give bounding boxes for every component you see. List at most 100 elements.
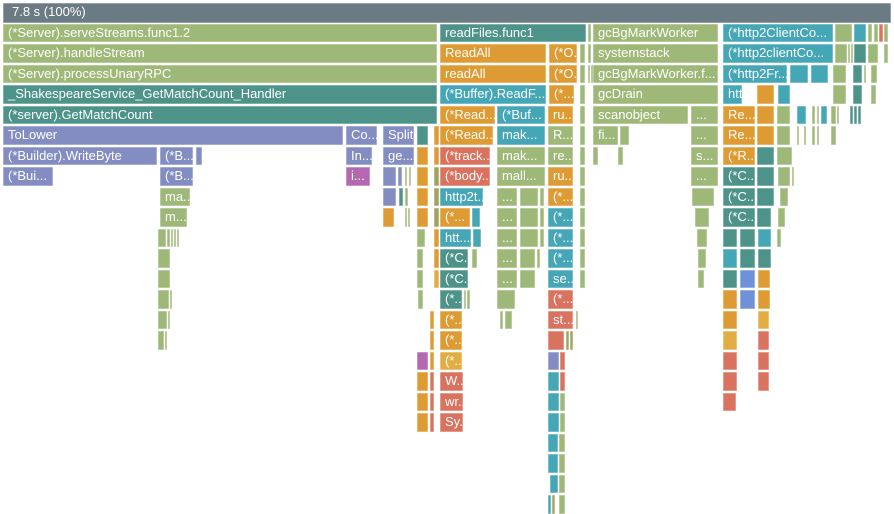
flame-frame[interactable] <box>500 310 503 329</box>
flame-frame[interactable]: gcBgMarkWorker <box>593 23 718 42</box>
flame-frame[interactable]: (*... <box>548 208 573 227</box>
flame-frame[interactable]: (*... <box>440 290 462 309</box>
flame-frame[interactable] <box>520 269 535 288</box>
flame-frame[interactable] <box>757 146 774 165</box>
flame-frame[interactable] <box>520 208 538 227</box>
flame-frame[interactable] <box>417 392 428 411</box>
flame-frame[interactable]: W... <box>440 372 463 391</box>
flame-frame[interactable] <box>434 249 439 268</box>
flame-frame[interactable] <box>580 167 585 186</box>
flame-frame[interactable]: systemstack <box>593 44 718 63</box>
flame-frame[interactable] <box>757 208 771 227</box>
flame-frame[interactable]: (*server).GetMatchCount <box>3 105 437 124</box>
flame-frame[interactable] <box>418 290 423 309</box>
flame-frame[interactable] <box>757 105 774 124</box>
flame-frame[interactable]: (*Server).serveStreams.func1.2 <box>3 23 437 42</box>
flame-frame[interactable]: ... <box>497 208 517 227</box>
flame-frame[interactable] <box>697 228 707 247</box>
flame-frame[interactable] <box>758 249 771 268</box>
flame-frame[interactable]: (*Builder).WriteByte <box>3 146 157 165</box>
flame-frame[interactable]: (*... <box>549 85 574 104</box>
flame-frame[interactable] <box>537 249 540 268</box>
flame-frame[interactable] <box>778 85 790 104</box>
flame-frame[interactable] <box>797 126 799 145</box>
flame-frame[interactable] <box>778 208 785 227</box>
flame-frame[interactable]: Split <box>383 126 414 145</box>
flame-frame[interactable] <box>777 126 790 145</box>
flame-frame[interactable] <box>417 413 428 432</box>
flame-frame[interactable] <box>434 269 439 288</box>
flame-frame[interactable] <box>854 23 866 42</box>
flame-frame[interactable]: _ShakespeareService_GetMatchCount_Handle… <box>3 85 437 104</box>
flame-frame[interactable] <box>434 167 439 186</box>
flame-frame[interactable]: Re... <box>723 126 755 145</box>
flame-frame[interactable]: s... <box>691 146 718 165</box>
flame-frame[interactable] <box>833 64 846 83</box>
flame-frame[interactable] <box>591 64 593 83</box>
flame-frame[interactable] <box>158 249 170 268</box>
flame-frame[interactable] <box>835 23 852 42</box>
flame-frame[interactable] <box>417 146 428 165</box>
flame-frame[interactable] <box>853 85 862 104</box>
flame-frame[interactable] <box>560 372 565 391</box>
flame-frame[interactable] <box>620 126 629 145</box>
flame-frame[interactable] <box>473 228 481 247</box>
flame-frame[interactable] <box>580 44 585 63</box>
flame-frame[interactable] <box>560 413 565 432</box>
flame-frame[interactable] <box>434 208 439 227</box>
flame-frame[interactable] <box>804 126 806 145</box>
flame-frame[interactable] <box>550 474 558 493</box>
flame-frame[interactable]: (*... <box>440 310 462 329</box>
flame-frame[interactable] <box>580 105 585 124</box>
flame-frame[interactable] <box>758 228 771 247</box>
flame-frame[interactable] <box>757 187 774 206</box>
flame-frame[interactable]: ru... <box>548 167 573 186</box>
flame-frame[interactable] <box>540 208 544 227</box>
flame-frame[interactable]: ... <box>691 105 718 124</box>
flame-frame[interactable] <box>740 290 755 309</box>
flame-frame[interactable] <box>588 23 591 42</box>
flame-frame[interactable] <box>520 187 538 206</box>
flame-frame[interactable] <box>434 126 439 145</box>
flame-frame[interactable] <box>559 454 565 473</box>
flame-frame[interactable] <box>430 351 434 370</box>
flame-frame[interactable]: se... <box>548 269 573 288</box>
flame-frame[interactable] <box>383 167 396 186</box>
flame-frame[interactable] <box>777 105 790 124</box>
flame-frame[interactable] <box>409 167 411 186</box>
flame-frame[interactable]: (*http2Fr... <box>723 64 787 83</box>
flame-frame[interactable] <box>434 187 439 206</box>
flame-frame[interactable]: gcDrain <box>593 85 718 104</box>
flame-frame[interactable] <box>858 105 861 124</box>
flame-frame[interactable] <box>540 228 544 247</box>
flame-frame[interactable] <box>758 290 770 309</box>
flame-frame[interactable]: (*O... <box>549 64 577 83</box>
flame-frame[interactable] <box>692 187 714 206</box>
flame-frame[interactable] <box>580 126 585 145</box>
flame-frame[interactable] <box>430 413 434 432</box>
flame-frame[interactable] <box>848 44 850 63</box>
flame-frame[interactable] <box>548 331 564 350</box>
flame-frame[interactable] <box>812 105 815 124</box>
flame-frame[interactable] <box>520 228 538 247</box>
flame-frame[interactable] <box>559 495 565 514</box>
flame-frame[interactable] <box>780 187 788 206</box>
flame-frame[interactable] <box>854 44 866 63</box>
flame-frame[interactable] <box>821 105 827 124</box>
flame-frame[interactable]: (*Read... <box>440 126 493 145</box>
flame-frame[interactable] <box>566 331 569 350</box>
flame-frame[interactable] <box>811 64 828 83</box>
flame-frame[interactable] <box>851 44 853 63</box>
flame-frame[interactable] <box>576 310 578 329</box>
flame-frame[interactable] <box>196 146 202 165</box>
flame-frame[interactable] <box>797 105 806 124</box>
flame-frame[interactable] <box>723 392 736 411</box>
flame-frame[interactable]: ma... <box>160 187 190 206</box>
flame-frame[interactable] <box>405 167 407 186</box>
flame-frame[interactable] <box>430 392 434 411</box>
flame-frame[interactable] <box>871 85 876 104</box>
flame-frame[interactable] <box>560 351 565 370</box>
flame-frame[interactable]: (*Buf... <box>497 105 545 124</box>
flame-frame[interactable] <box>171 228 173 247</box>
flame-frame[interactable] <box>831 126 836 145</box>
